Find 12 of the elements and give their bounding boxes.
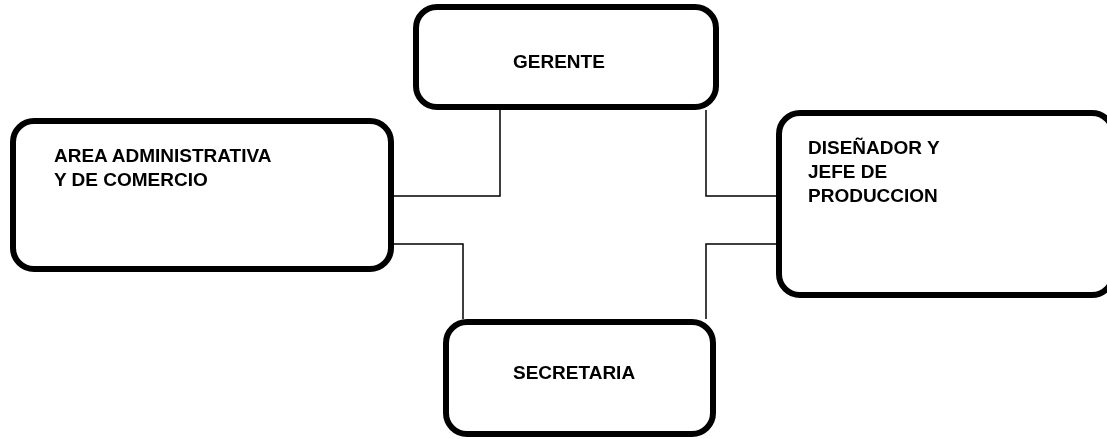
role-label: DISEÑADOR Y JEFE DE PRODUCCION (808, 136, 941, 208)
connector-line (393, 243, 464, 320)
role-box (443, 319, 716, 437)
role-label: AREA ADMINISTRATIVA Y DE COMERCIO (54, 144, 272, 192)
connector-line (705, 109, 777, 197)
role-box (776, 110, 1107, 298)
role-box (10, 118, 394, 272)
connector-line (705, 243, 777, 320)
role-label: SECRETARIA (513, 361, 637, 385)
connector-line (393, 109, 501, 197)
role-box (413, 4, 719, 110)
role-label: GERENTE (513, 50, 606, 74)
